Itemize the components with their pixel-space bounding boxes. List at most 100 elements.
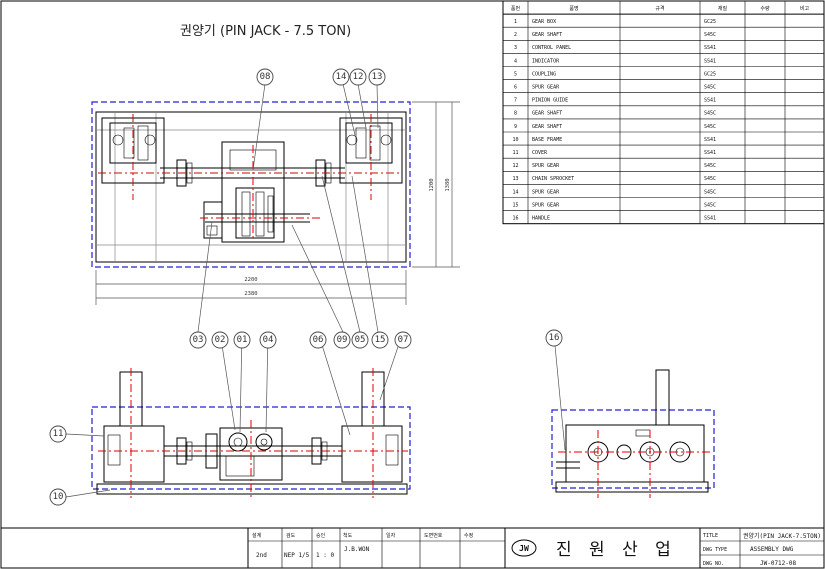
balloon-15: 15	[371, 331, 389, 349]
parts-cell-r12-c1: CHAIN SPROCKET	[532, 176, 574, 182]
balloon-03: 03	[189, 331, 207, 349]
tb-rev-label: 수정	[464, 532, 473, 539]
parts-cell-r5-c3: S45C	[704, 85, 716, 91]
front-view	[91, 368, 411, 498]
parts-cell-r8-c0: 9	[514, 124, 517, 130]
parts-cell-r13-c0: 14	[512, 189, 518, 195]
svg-text:05: 05	[355, 335, 366, 345]
balloon-16: 16	[545, 329, 563, 347]
parts-cell-r13-c3: S45C	[704, 189, 716, 195]
parts-cell-r15-c3: SS41	[704, 216, 716, 222]
tb-no-label: DWG NO.	[703, 561, 724, 567]
parts-cell-r1-c1: GEAR SHAFT	[532, 32, 562, 38]
svg-text:12: 12	[353, 72, 364, 82]
company-name: 진 원 산 업	[556, 540, 677, 560]
front-indicator-dial	[255, 433, 273, 451]
dim-width-inner: 2200	[244, 277, 257, 283]
parts-cell-r1-c0: 2	[514, 32, 517, 38]
parts-header-4: 수량	[760, 5, 770, 12]
tb-scale-label: 척도	[343, 532, 353, 539]
svg-text:07: 07	[398, 335, 409, 345]
parts-cell-r11-c3: S45C	[704, 163, 716, 169]
balloon-04: 04	[259, 331, 277, 349]
balloon-07: 07	[394, 331, 412, 349]
svg-text:16: 16	[549, 333, 560, 343]
parts-cell-r6-c0: 7	[514, 98, 517, 104]
parts-cell-r6-c1: PINION GUIDE	[532, 98, 568, 104]
parts-cell-r8-c1: GEAR SHAFT	[532, 124, 562, 130]
parts-cell-r2-c3: SS41	[704, 45, 716, 51]
tb-checked: NEP 1/5	[284, 552, 310, 559]
svg-text:02: 02	[215, 335, 226, 345]
parts-cell-r12-c3: S45C	[704, 176, 716, 182]
parts-cell-r5-c0: 6	[514, 85, 517, 91]
svg-text:08: 08	[260, 72, 271, 82]
parts-cell-r0-c1: GEAR BOX	[532, 19, 556, 25]
balloon-14: 14	[332, 68, 350, 86]
parts-cell-r14-c3: S45C	[704, 202, 716, 208]
balloon-05: 05	[351, 331, 369, 349]
title-block: 설계 검도 승인 척도 일자 도면번호 수정 2nd NEP 1/5 1 : 0…	[1, 527, 824, 568]
side-gearbox	[565, 424, 705, 483]
parts-cell-r3-c1: INDICATOR	[532, 58, 560, 64]
tb-designed: 2nd	[256, 552, 267, 559]
front-right-gearbox	[341, 425, 403, 483]
svg-text:06: 06	[313, 335, 324, 345]
svg-text:10: 10	[53, 492, 64, 502]
parts-cell-r9-c1: BASE FRAME	[532, 137, 562, 143]
parts-cell-r14-c1: SPUR GEAR	[532, 202, 560, 208]
balloon-10: 10	[49, 488, 67, 506]
parts-cell-r15-c1: HANDLE	[532, 216, 550, 222]
svg-text:11: 11	[53, 429, 64, 439]
tb-checked-label: 검도	[286, 532, 296, 539]
drawing-title: 권양기 (PIN JACK - 7.5 TON)	[180, 24, 351, 39]
balloon-01: 01	[233, 331, 251, 349]
parts-header-3: 재질	[718, 5, 728, 12]
tb-type-value: ASSEMBLY DWG	[750, 546, 794, 553]
svg-text:09: 09	[337, 335, 348, 345]
svg-text:JW: JW	[519, 544, 529, 553]
parts-header-0: 품번	[511, 5, 521, 12]
parts-cell-r2-c1: CONTROL PANEL	[532, 45, 571, 51]
parts-cell-r14-c0: 15	[512, 202, 518, 208]
parts-header-2: 규격	[655, 5, 664, 12]
parts-cell-r8-c3: S45C	[704, 124, 716, 130]
parts-cell-r15-c0: 16	[512, 216, 518, 222]
parts-cell-r2-c0: 3	[514, 45, 517, 51]
centre-gearbox	[221, 141, 285, 243]
balloon-02: 02	[211, 331, 229, 349]
svg-text:03: 03	[193, 335, 204, 345]
tb-no-value: JW-0712-08	[760, 560, 797, 567]
parts-cell-r5-c1: SPUR GEAR	[532, 85, 560, 91]
plan-view: 2200 2380 1200 1380	[91, 101, 460, 305]
balloon-09: 09	[333, 331, 351, 349]
side-base-frame	[555, 481, 709, 493]
parts-cell-r4-c1: COUPLING	[532, 71, 556, 77]
svg-text:01: 01	[237, 335, 248, 345]
balloon-12: 12	[349, 68, 367, 86]
parts-header-5: 비고	[800, 5, 810, 12]
tb-title-value: 권양기(PIN JACK-7.5TON)	[743, 532, 821, 540]
base-frame-outline	[95, 111, 407, 263]
balloon-13: 13	[368, 68, 386, 86]
tb-type-label: DWG TYPE	[703, 547, 727, 553]
front-left-gearbox	[103, 425, 165, 483]
tb-designed-label: 설계	[252, 532, 262, 539]
parts-cell-r11-c0: 12	[512, 163, 518, 169]
parts-cell-r7-c0: 8	[514, 111, 517, 117]
parts-cell-r10-c0: 11	[512, 150, 518, 156]
parts-cell-r9-c0: 10	[512, 137, 518, 143]
side-view	[551, 369, 715, 498]
parts-cell-r6-c3: SS41	[704, 98, 716, 104]
svg-text:04: 04	[263, 335, 274, 345]
svg-text:15: 15	[375, 335, 386, 345]
tb-date-label: 일자	[386, 532, 396, 539]
tb-approved: 1 : 0	[316, 552, 334, 559]
parts-cell-r3-c0: 4	[514, 58, 517, 64]
parts-cell-r3-c3: SS41	[704, 58, 716, 64]
control-panel	[203, 201, 223, 239]
dim-height-inner: 1200	[429, 178, 435, 191]
